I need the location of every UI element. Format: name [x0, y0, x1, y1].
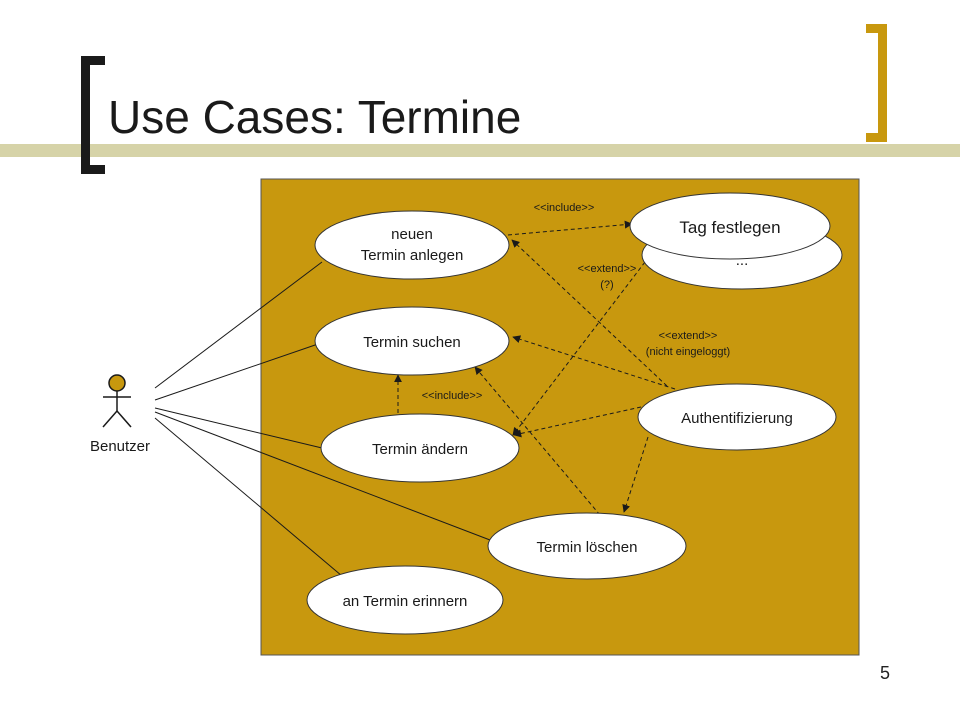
- extend-to-suchen: [512, 335, 676, 390]
- use-case-termin-suchen[interactable]: [314, 306, 510, 376]
- assoc-loeschen: [154, 411, 491, 541]
- use-case-an-termin-erinnern[interactable]: [306, 565, 504, 635]
- auth-to-anlegen: [511, 239, 668, 387]
- assoc-suchen: [154, 343, 319, 401]
- actor-label: Benutzer: [90, 438, 150, 455]
- stereotype-extend-top-note: (?): [600, 279, 613, 291]
- left-bracket: [81, 56, 90, 174]
- assoc-erinnern: [154, 417, 343, 577]
- auth-to-loeschen: [622, 436, 649, 513]
- associations: [154, 261, 491, 577]
- use-case-tag-festlegen[interactable]: [629, 192, 831, 260]
- actor-benutzer[interactable]: Benutzer: [90, 374, 150, 455]
- use-case-suchen-label: Termin suchen: [363, 334, 461, 351]
- stereotype-include-mid: <<include>>: [422, 390, 483, 402]
- stereotype-extend-top: <<extend>>: [578, 263, 637, 275]
- stereotype-extend-mid: <<extend>>: [659, 330, 718, 342]
- page-title: Use Cases: Termine: [108, 91, 522, 143]
- stereotype-include-top: <<include>>: [534, 202, 595, 214]
- assoc-aendern: [154, 407, 323, 449]
- assoc-anlegen: [154, 261, 323, 389]
- left-bracket-bottom: [81, 165, 105, 174]
- use-case-anlegen-line1: neuen: [391, 226, 433, 243]
- use-case-authentifizierung-label: Authentifizierung: [681, 410, 793, 427]
- right-bracket-bottom: [866, 133, 887, 142]
- right-bracket-top: [866, 24, 887, 33]
- left-bracket-top: [81, 56, 105, 65]
- auth-to-aendern: [513, 406, 642, 438]
- page-number: 5: [880, 663, 891, 683]
- loeschen-to-suchen: [474, 366, 601, 516]
- use-case-tag-festlegen-label: Tag festlegen: [679, 218, 780, 237]
- use-case-anlegen-line2: Termin anlegen: [361, 247, 464, 264]
- use-case-erinnern-label: an Termin erinnern: [343, 593, 468, 610]
- stereotype-extend-mid-note: (nicht eingeloggt): [646, 346, 730, 358]
- use-case-loeschen-label: Termin löschen: [537, 539, 638, 556]
- right-bracket: [878, 24, 887, 142]
- use-case-termin-aendern[interactable]: [320, 413, 520, 483]
- use-case-aendern-label: Termin ändern: [372, 441, 468, 458]
- dependencies: [394, 220, 676, 516]
- title-band: [0, 144, 960, 157]
- use-case-neuen-termin-anlegen[interactable]: [314, 210, 510, 280]
- use-case-authentifizierung[interactable]: [637, 383, 837, 451]
- extend-to-aendern: [512, 261, 646, 436]
- use-case-termin-loeschen[interactable]: [487, 512, 687, 580]
- actor-head-icon: [108, 374, 126, 392]
